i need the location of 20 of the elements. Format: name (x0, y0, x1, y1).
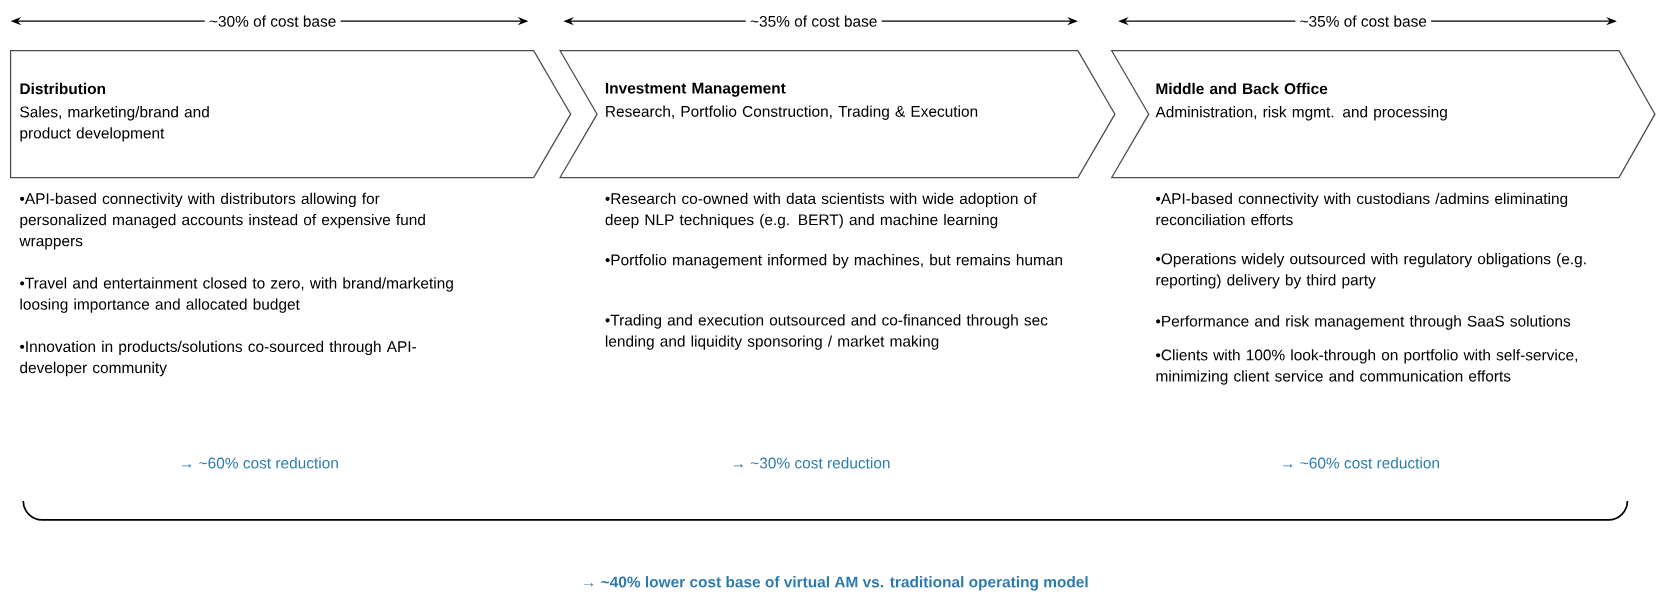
bullet-text: •Operations widely outsourced with regulatory obligations (e.g. reporting) delivery by third party (1156, 253, 1586, 289)
chevron-box: Investment Management Research, Portfolio Construction, Trading & Execution (559, 50, 1116, 179)
bullet-text: •API-based connectivity with distributors allowing for personalized managed accounts instead of expensive fund wrappers (19, 192, 425, 250)
bullet-text: •API-based connectivity with custodians /admins eliminating reconciliation efforts (1156, 192, 1568, 226)
result-text: → ~60% cost reduction (1283, 457, 1439, 469)
dimension-label: ~35% of cost base (745, 13, 882, 29)
chevron-box: Middle and Back Office Administration, risk mgmt. and processing (1110, 50, 1656, 179)
bullet-text: •Research co-owned with data scientists with wide adoption of deep NLP techniques (e.g. BERT) and machine learning (605, 192, 1037, 229)
bullet-text: •Trading and execution outsourced and co-financed through sec lending and liquidity sponsoring / market making (605, 314, 1048, 350)
dimension-label: ~30% of cost base (204, 13, 341, 29)
bullet-text: •Clients with 100% look-through on portfolio with self-service, minimizing client service and communication efforts (1156, 349, 1577, 385)
conclusion-text: → ~40% lower cost base of virtual AM vs. traditional operating model (584, 576, 1088, 591)
bullet-text: •Travel and entertainment closed to zero, with brand/marketing loosing importance and allocated budget (20, 277, 453, 313)
result-text: → ~30% cost reduction (733, 457, 890, 469)
bullet-text: •Innovation in products/solutions co-sourced through API-developer community (20, 340, 417, 377)
dimension-label: ~35% of cost base (1295, 13, 1432, 29)
bullet-text: •Portfolio management informed by machines, but remains human (605, 254, 1062, 269)
bullet-text: •Performance and risk management through SaaS solutions (1156, 315, 1571, 330)
result-text: → ~60% cost reduction (182, 457, 338, 469)
chevron-box: Distribution Sales, marketing/brand and product development (9, 50, 572, 179)
